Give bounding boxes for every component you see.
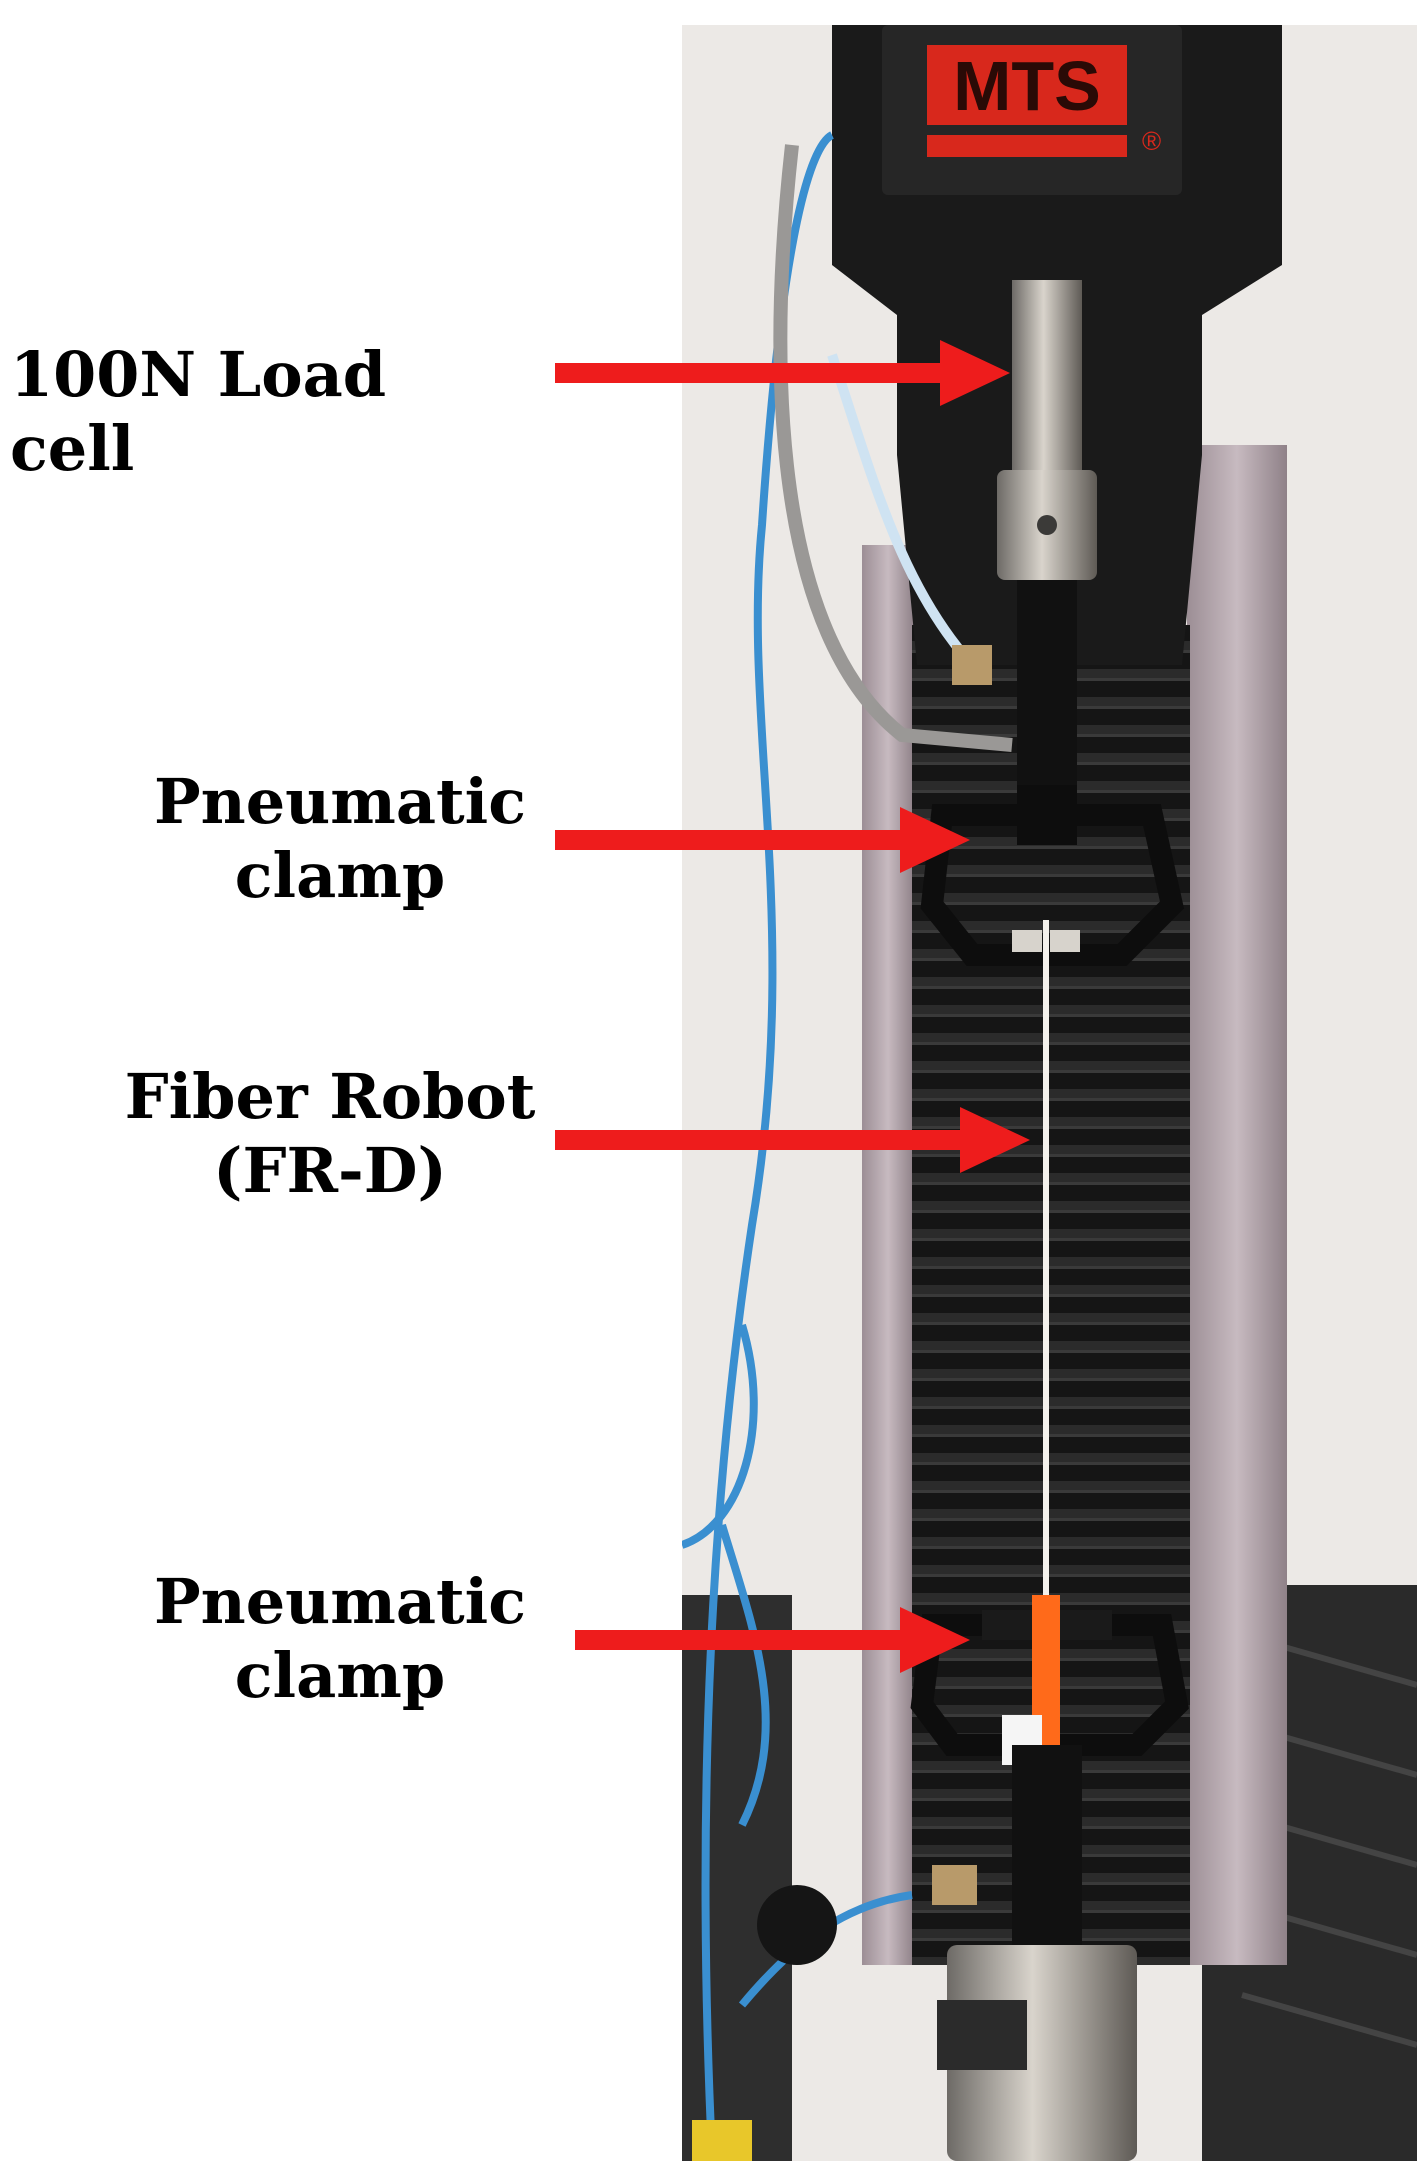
fiber-robot-arrow (555, 1107, 1030, 1173)
upper-clamp-arrow (555, 807, 970, 873)
frame-left (862, 545, 914, 1965)
clamp-bottom-line2: clamp (234, 1639, 446, 1713)
pneumatic-clamp-bottom-label: Pneumatic clamp (150, 1565, 530, 1714)
lower-clamp (910, 1595, 1189, 1955)
clamp-top-line1: Pneumatic (154, 765, 526, 838)
brass-fitting-upper (952, 645, 992, 685)
clamp-top-line2: clamp (234, 839, 446, 913)
pneumatic-clamp-top-label: Pneumatic clamp (150, 765, 530, 914)
black-puck (757, 1885, 837, 1965)
load-cell-text: 100N Load cell (10, 338, 387, 486)
mts-logo-text: MTS (953, 47, 1101, 125)
frame-right (1187, 445, 1287, 1965)
registered-mark: ® (1142, 126, 1161, 156)
upper-grip-body (1017, 580, 1077, 790)
table-left (682, 1595, 792, 2161)
fiber-line1: Fiber Robot (124, 1060, 536, 1133)
load-cell-label: 100N Load cell (10, 338, 530, 487)
mts-logo-badge (927, 45, 1127, 125)
adapter-pin (1037, 515, 1057, 535)
fiber-robot-label: Fiber Robot (FR-D) (110, 1060, 550, 1209)
brass-fitting-lower (932, 1865, 977, 1905)
mts-logo-stripe (927, 135, 1127, 157)
white-air-line (827, 353, 986, 679)
load-cell-body (1012, 280, 1082, 470)
base-tape (937, 2000, 1027, 2070)
load-cell-arrow (555, 340, 1010, 406)
lower-base-fixture (947, 1945, 1137, 2161)
upper-clamp (920, 785, 1185, 966)
tensile-test-machine-photo: MTS ® (682, 25, 1417, 2161)
clamp-bottom-line1: Pneumatic (154, 1565, 526, 1638)
lower-clamp-arrow (575, 1607, 970, 1673)
grey-cable (773, 144, 1013, 752)
fiber-line2: (FR-D) (213, 1134, 447, 1208)
yellow-marker (692, 2120, 752, 2161)
